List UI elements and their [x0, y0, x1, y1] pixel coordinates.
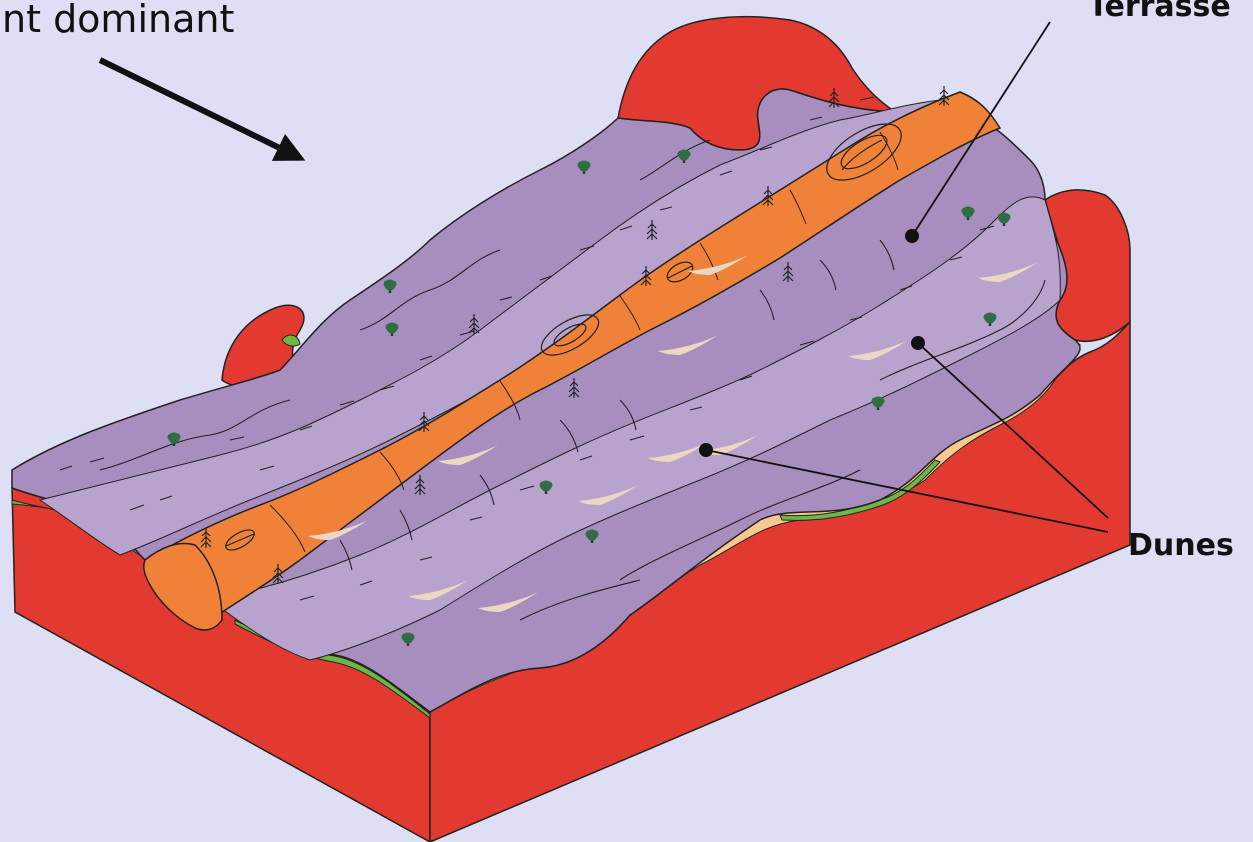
- dunes-label: Dunes: [1128, 528, 1234, 563]
- wind-label: nt dominant: [2, 0, 234, 41]
- terrasse-label: Terrasse: [1088, 0, 1231, 24]
- arrow-icon: [100, 60, 300, 158]
- dune-point-2: [911, 336, 925, 350]
- wind-arrow: [100, 60, 300, 158]
- terrasse-point: [905, 229, 919, 243]
- dune-point-1: [699, 443, 713, 457]
